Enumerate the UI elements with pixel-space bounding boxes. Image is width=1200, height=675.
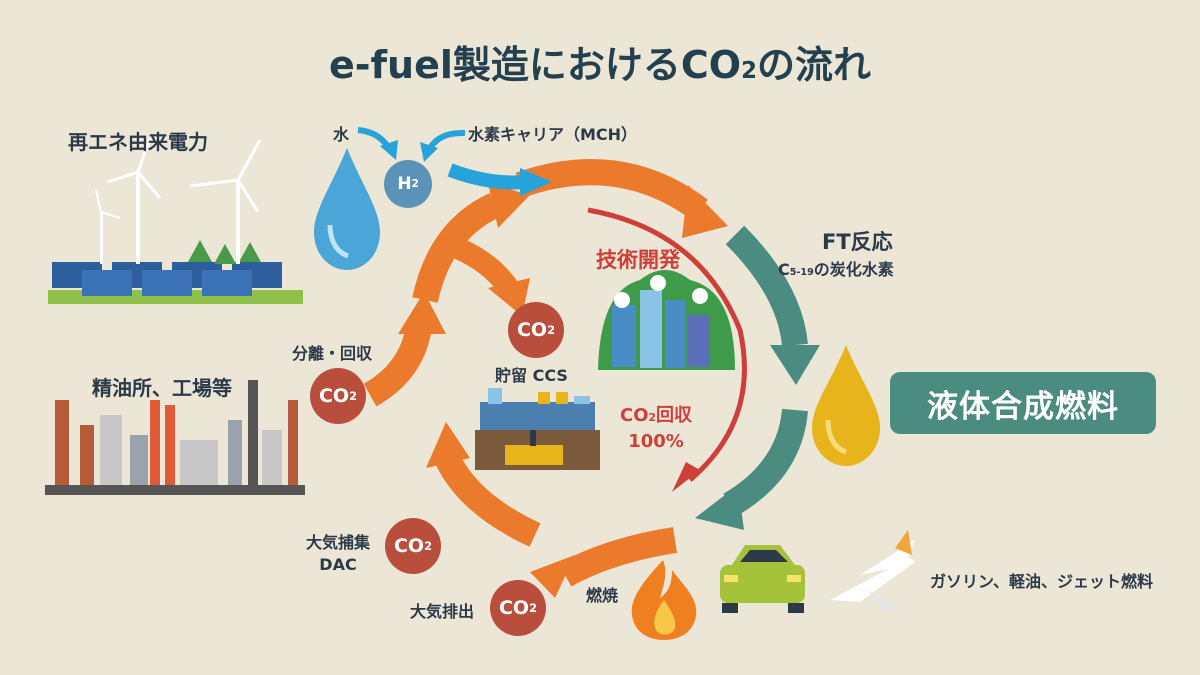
- car-icon: [720, 545, 805, 613]
- orange-arc-top: [515, 159, 708, 221]
- title-tail: の流れ: [756, 43, 871, 87]
- h2-main: H: [397, 174, 412, 194]
- orange-arc-left-low: [436, 453, 541, 547]
- red-recovery-arrow: [587, 207, 747, 482]
- blue-carrier-arrow: [427, 129, 466, 150]
- teal-arc-upper: [725, 225, 808, 347]
- refinery-label: 精油所、工場等: [92, 376, 232, 400]
- ft-title: FT反応: [822, 230, 893, 254]
- dac-label: 大気捕集 DAC: [306, 532, 370, 576]
- orange-arc-top-head: [682, 185, 728, 238]
- recovery-label: CO2回収 100%: [620, 404, 692, 454]
- renewable-illustration: [48, 137, 303, 304]
- blue-h2-arrow-head: [520, 168, 552, 196]
- ccs-illustration: [475, 388, 600, 470]
- orange-arc-bottom: [558, 527, 678, 587]
- refinery-illustration: [45, 380, 305, 495]
- title-sub: 2: [741, 58, 757, 84]
- emission-label: 大気排出: [410, 602, 475, 621]
- renewable-label: 再エネ由来電力: [68, 130, 208, 154]
- liquid-fuel-badge: 液体合成燃料: [890, 372, 1156, 434]
- ft-detail: C5-19の炭化水素: [778, 256, 894, 280]
- tech-label: 技術開発: [596, 248, 680, 272]
- recovery-line1: CO2回収: [620, 405, 693, 426]
- page-title: e-fuel製造におけるCO2の流れ: [0, 34, 1200, 89]
- tech-city-illustration: [598, 270, 735, 370]
- combustion-label: 燃焼: [586, 586, 619, 605]
- blue-h2-arrow: [447, 163, 526, 190]
- teal-arc-lower-head: [695, 485, 744, 530]
- dac-line2: DAC: [319, 555, 357, 574]
- separation-label: 分離・回収: [292, 344, 373, 363]
- ft-detail-range: 5-19: [789, 267, 814, 278]
- ft-detail-c: C: [778, 260, 790, 279]
- teal-arc-upper-head: [770, 345, 820, 385]
- orange-branch-ccs: [445, 234, 520, 297]
- blue-water-arrow-head: [380, 140, 398, 160]
- teal-arc-lower: [723, 408, 808, 517]
- products-label: ガソリン、軽油、ジェット燃料: [930, 572, 1154, 591]
- h2-sub: 2: [411, 178, 419, 190]
- blue-carrier-arrow-head: [420, 142, 438, 162]
- airplane-icon: [830, 530, 915, 612]
- water-label: 水: [333, 125, 350, 144]
- recovery-line2: 100%: [628, 431, 684, 452]
- orange-arc-left-head: [398, 292, 446, 334]
- fuel-drop-icon: [812, 345, 880, 466]
- storage-label: 貯留 CCS: [495, 366, 568, 385]
- ft-detail-tail: の炭化水素: [813, 260, 894, 279]
- title-main: e-fuel製造におけるCO: [328, 43, 742, 87]
- dac-line1: 大気捕集: [306, 533, 371, 552]
- red-recovery-arrow-head: [672, 462, 700, 492]
- orange-arc-left-up-head: [488, 183, 530, 228]
- water-drop-icon: [314, 148, 380, 270]
- orange-arc-bottom-head: [530, 555, 575, 598]
- orange-arc-left-low-head: [426, 422, 470, 468]
- orange-arc-left-up: [412, 193, 501, 303]
- flame-icon: [631, 560, 697, 640]
- carrier-label: 水素キャリア（MCH）: [468, 125, 638, 144]
